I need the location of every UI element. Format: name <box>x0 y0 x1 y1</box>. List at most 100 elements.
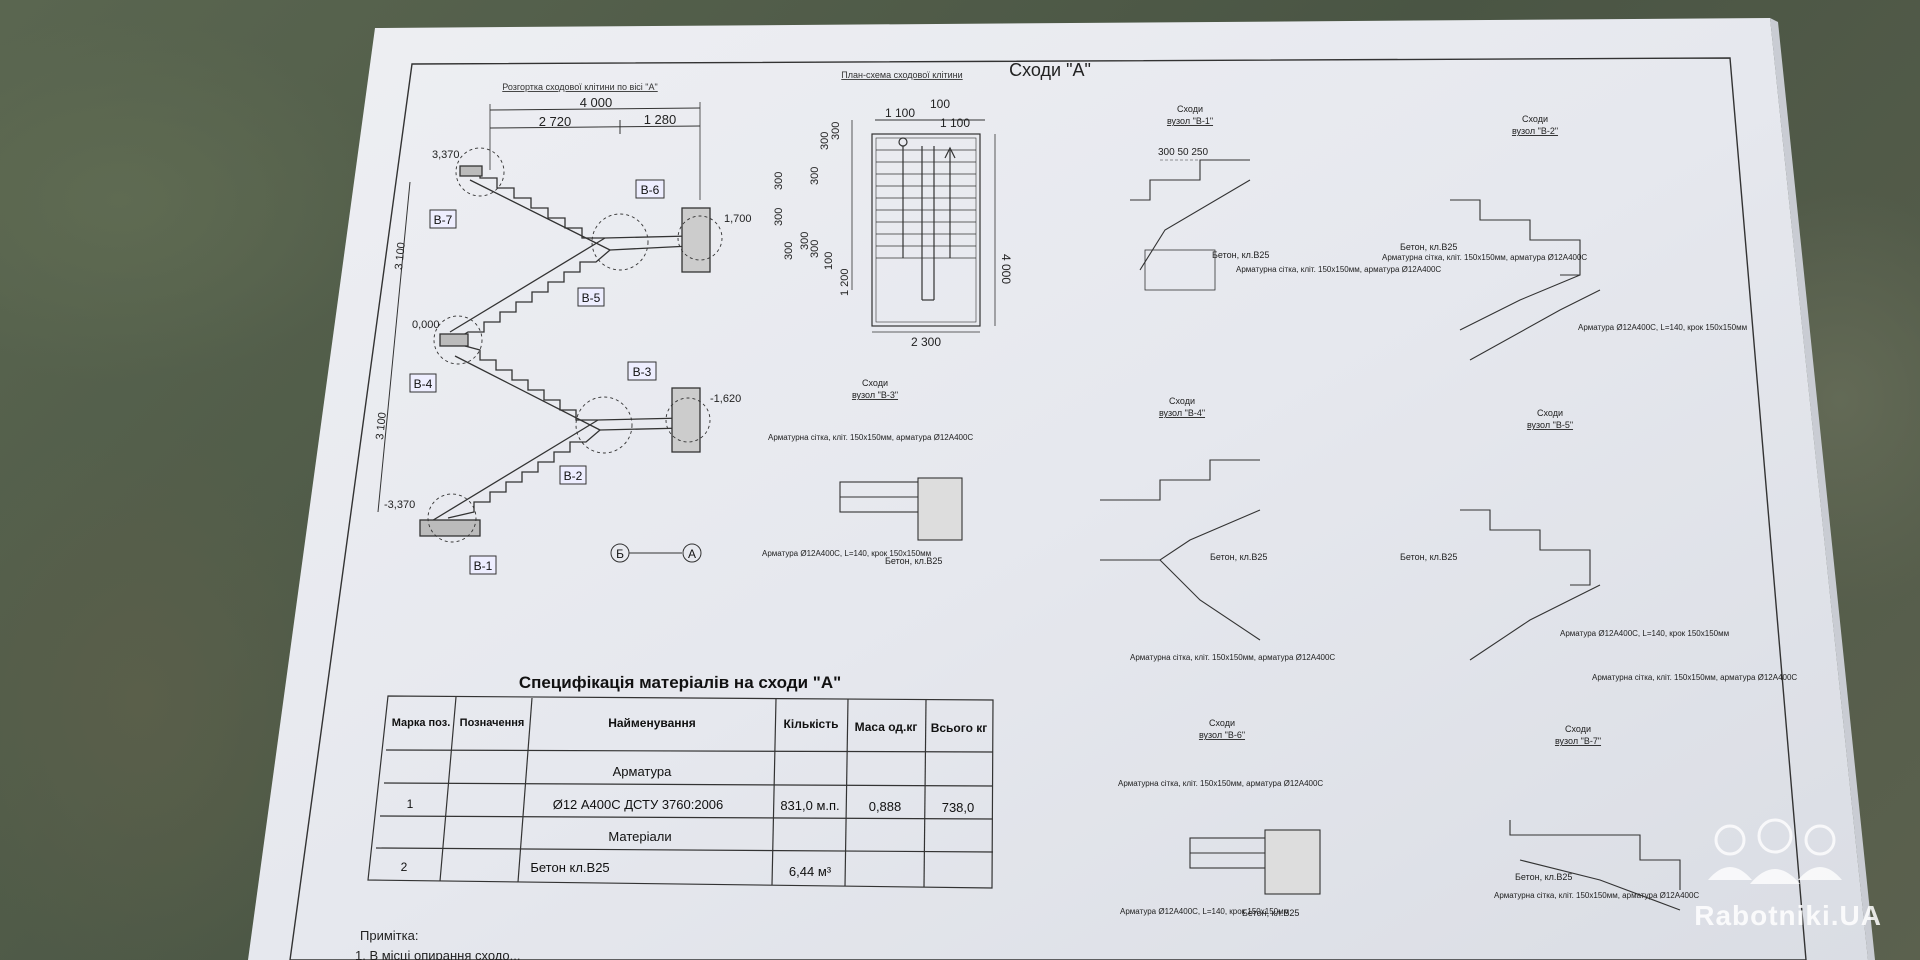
spec-h-total: Всього кг <box>931 721 988 735</box>
spec-r1-mark: 1 <box>407 797 414 811</box>
spec-table: Специфікація матеріалів на сходи "А" Мар… <box>367 673 994 889</box>
unfold-drawing: Розгортка сходової клітини по вісі "А" 4… <box>374 82 752 575</box>
plan-dim-c: 1 100 <box>940 116 970 130</box>
detail-b7: Сходи вузол "В-7" Бетон, кл.В25 Арматурн… <box>1494 724 1699 911</box>
node-b7: В-7 <box>434 213 453 227</box>
detail-b6-sub: вузол "В-6" <box>1199 730 1245 740</box>
level-land-bot: -1,620 <box>710 393 741 405</box>
level-mid: 0,000 <box>412 319 440 331</box>
dim-left: 2 720 <box>539 114 572 129</box>
detail-b5-sub: вузол "В-5" <box>1527 420 1573 430</box>
b1-dim: 300 50 250 <box>1158 147 1208 158</box>
spec-h-unitmass: Маса од.кг <box>855 720 918 734</box>
spec-section-1: Арматура <box>613 764 672 779</box>
b1-mesh: Арматурна сітка, кліт. 150х150мм, армату… <box>1236 265 1441 274</box>
node-b4: В-4 <box>414 377 433 391</box>
plan-step-1: 300 <box>819 132 831 150</box>
drawing-frame <box>289 57 1807 960</box>
plan-dim-d1: 100 <box>823 252 835 270</box>
detail-b3-sub: вузол "В-3" <box>852 390 898 400</box>
spec-h-code: Позначення <box>460 717 525 729</box>
detail-b4-sub: вузол "В-4" <box>1159 408 1205 418</box>
b2-rebar: Арматура Ø12А400С, L=140, крок 150х150мм <box>1578 323 1747 332</box>
plan-step-4: 300 <box>773 172 785 190</box>
level-top: 3,370 <box>432 149 460 161</box>
spec-section-2: Матеріали <box>608 829 671 844</box>
node-labels: В-7 В-6 В-5 В-4 В-3 В-2 В-1 <box>409 179 665 575</box>
level-bottom: -3,370 <box>384 499 415 511</box>
plan-step-3: 300 <box>809 167 821 185</box>
spec-r2-name: Бетон кл.В25 <box>530 860 609 875</box>
b2-concrete: Бетон, кл.В25 <box>1400 242 1457 252</box>
detail-b2-sub: вузол "В-2" <box>1512 126 1558 136</box>
detail-b6-title: Сходи <box>1209 718 1235 728</box>
dim-right: 1 280 <box>644 112 677 127</box>
b3-concrete: Бетон, кл.В25 <box>885 556 942 566</box>
plan-step-7: 300 <box>799 232 811 250</box>
b3-mesh: Арматурна сітка, кліт. 150х150мм, армату… <box>768 433 973 442</box>
detail-b1-sub: вузол "В-1" <box>1167 116 1213 126</box>
b7-mesh: Арматурна сітка, кліт. 150х150мм, армату… <box>1494 891 1699 900</box>
spec-h-name: Найменування <box>608 716 696 730</box>
detail-b2-title: Сходи <box>1522 114 1548 124</box>
plan-height: 4 000 <box>999 254 1013 284</box>
plan-dim-b: 100 <box>930 97 950 111</box>
axis-a: А <box>688 547 696 561</box>
dim-h1: 3 100 <box>393 242 408 271</box>
watermark-text: Rabotniki.UA <box>1694 900 1882 931</box>
detail-b3: Сходи вузол "В-3" Арматурна сітка, кліт.… <box>762 378 973 566</box>
paper <box>248 18 1868 960</box>
node-b5: В-5 <box>582 291 601 305</box>
b5-concrete: Бетон, кл.В25 <box>1400 552 1457 562</box>
node-b2: В-2 <box>564 469 583 483</box>
level-land-top: 1,700 <box>724 213 752 225</box>
spec-r2-qty: 6,44 м³ <box>789 864 832 879</box>
detail-b4-title: Сходи <box>1169 396 1195 406</box>
spec-r2-mark: 2 <box>401 860 408 874</box>
node-b1: В-1 <box>474 559 493 573</box>
detail-b5-title: Сходи <box>1537 408 1563 418</box>
detail-b5: Сходи вузол "В-5" Бетон, кл.В25 Арматура… <box>1400 408 1797 682</box>
plan-step-5: 300 <box>773 208 785 226</box>
detail-b2: Сходи вузол "В-2" Арматурна сітка, кліт.… <box>1382 114 1747 361</box>
b2-mesh: Арматурна сітка, кліт. 150х150мм, армату… <box>1382 253 1587 262</box>
b7-concrete: Бетон, кл.В25 <box>1515 872 1572 882</box>
b6-mesh: Арматурна сітка, кліт. 150х150мм, армату… <box>1118 779 1323 788</box>
b6-rebar: Арматура Ø12А400С, L=140, крок 150х150мм <box>1120 907 1289 916</box>
b5-rebar: Арматура Ø12А400С, L=140, крок 150х150мм <box>1560 629 1729 638</box>
dim-h2: 3 100 <box>374 412 389 441</box>
detail-b3-title: Сходи <box>862 378 888 388</box>
plan-dim-a: 1 100 <box>885 106 915 120</box>
b1-concrete: Бетон, кл.В25 <box>1212 250 1269 260</box>
detail-b1: Сходи вузол "В-1" 300 50 250 Бетон, кл.В… <box>1130 104 1441 291</box>
sheet-title: Сходи "А" <box>1009 60 1091 80</box>
spec-r1-unitmass: 0,888 <box>869 799 902 814</box>
spec-r1-qty: 831,0 м.п. <box>780 798 839 813</box>
detail-b1-title: Сходи <box>1177 104 1203 114</box>
axis-b: Б <box>616 547 624 561</box>
spec-title: Специфікація матеріалів на сходи "А" <box>519 673 841 692</box>
node-b3: В-3 <box>633 365 652 379</box>
detail-b7-title: Сходи <box>1565 724 1591 734</box>
unfold-caption: Розгортка сходової клітини по вісі "А" <box>502 82 657 92</box>
b3-rebar: Арматура Ø12А400С, L=140, крок 150х150мм <box>762 549 931 558</box>
plan-width: 2 300 <box>911 335 941 349</box>
plan-dim-d2: 1 200 <box>839 268 851 296</box>
dim-total: 4 000 <box>580 95 613 110</box>
detail-b7-sub: вузол "В-7" <box>1555 736 1601 746</box>
note-label: Примітка: <box>360 928 418 943</box>
plan-step-6: 300 <box>783 242 795 260</box>
detail-b4: Сходи вузол "В-4" Бетон, кл.В25 Арматурн… <box>1100 396 1335 662</box>
plan-step-8: 300 <box>809 240 821 258</box>
note-text: 1. В місці опирання сходо... <box>355 948 520 960</box>
spec-h-mark: Марка поз. <box>392 717 451 729</box>
plan-caption: План-схема сходової клітини <box>841 70 962 80</box>
spec-h-qty: Кількість <box>784 717 839 731</box>
detail-b6: Сходи вузол "В-6" Арматурна сітка, кліт.… <box>1118 718 1323 918</box>
spec-r1-total: 738,0 <box>942 800 975 815</box>
node-b6: В-6 <box>641 183 660 197</box>
b4-concrete: Бетон, кл.В25 <box>1210 552 1267 562</box>
b6-concrete: Бетон, кл.В25 <box>1242 908 1299 918</box>
plan-step-2: 300 <box>830 122 842 140</box>
